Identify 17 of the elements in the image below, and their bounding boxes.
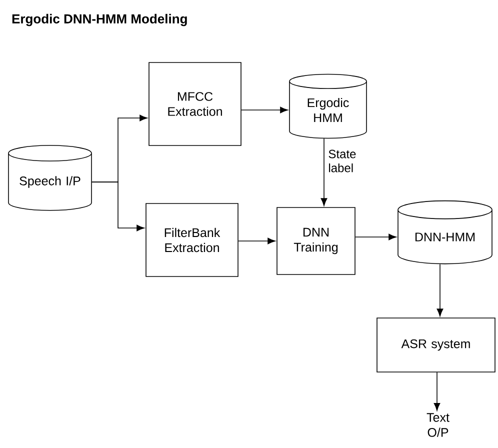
arrow [434, 372, 440, 411]
process-box: MFCC Extraction [148, 62, 242, 146]
title: Ergodic DNN-HMM Modeling [12, 14, 187, 26]
arrow [320, 138, 328, 206]
arrow [238, 238, 276, 244]
edge-label: State label [328, 150, 356, 172]
arrow [92, 182, 144, 232]
arrow [436, 264, 444, 316]
output-label: Text O/P [426, 413, 450, 437]
process-box: FilterBank Extraction [146, 203, 238, 277]
database-cylinder: DNN-HMM [398, 200, 492, 264]
process-box: ASR system [376, 318, 496, 372]
arrow [241, 106, 288, 114]
process-box: DNN Training [276, 207, 356, 275]
database-cylinder: Ergodic HMM [289, 74, 367, 139]
database-cylinder: Speech I/P [8, 145, 92, 211]
arrow [355, 234, 396, 240]
